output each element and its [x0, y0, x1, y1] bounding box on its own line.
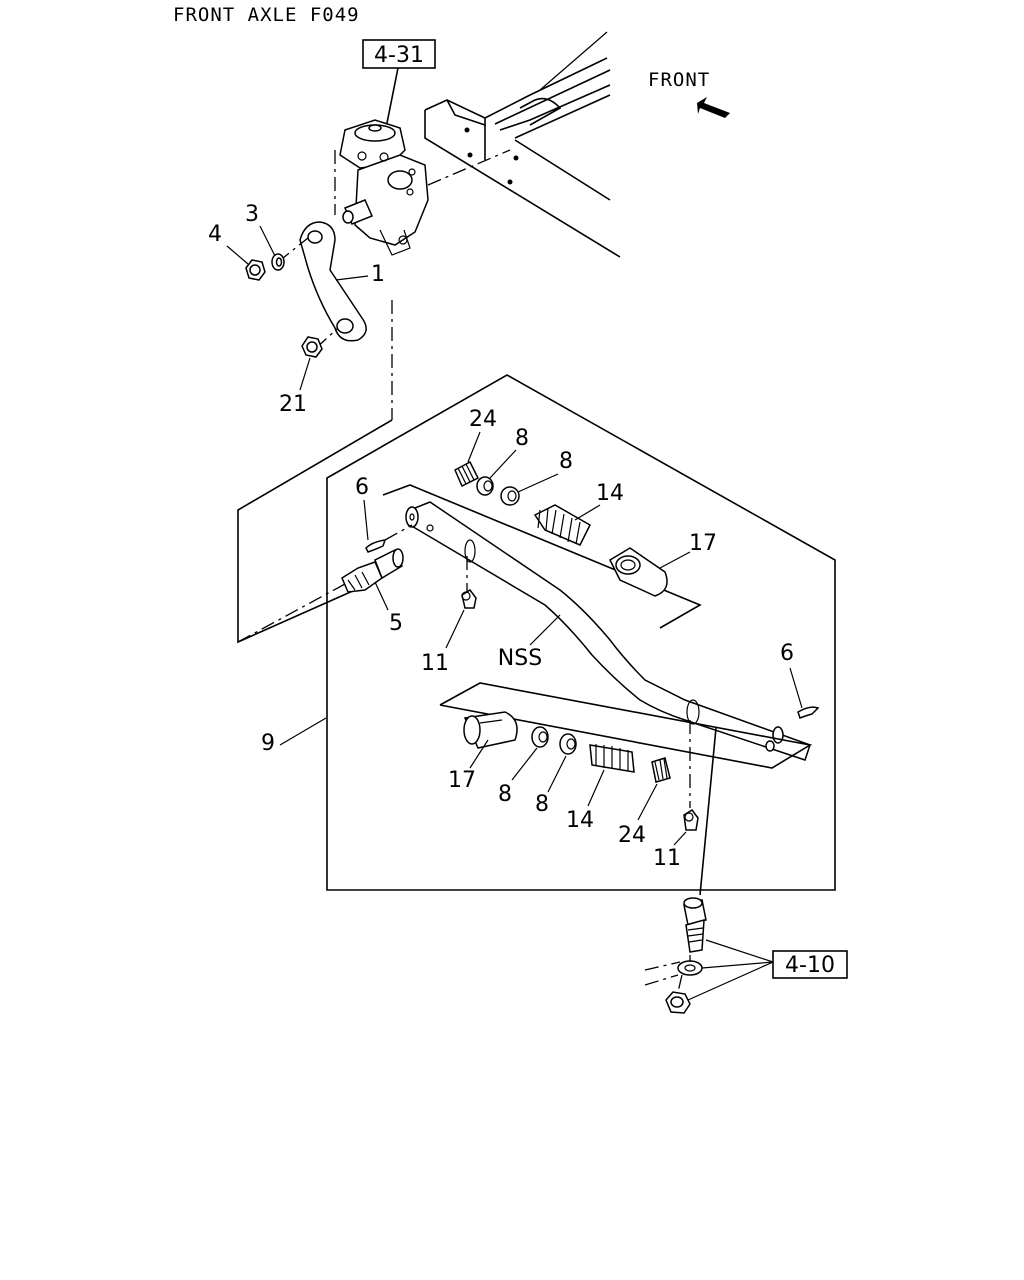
callout-9: 9	[261, 731, 275, 756]
spring-14-top	[533, 504, 591, 546]
cotter-pin-right	[797, 706, 820, 719]
parts-tray-top	[382, 484, 702, 629]
callout-6-right: 6	[780, 641, 794, 666]
callout-5: 5	[389, 611, 403, 636]
ball-seat-8-bottom-a	[531, 726, 549, 748]
callout-11-left: 11	[421, 651, 449, 676]
knuckle-ball-stud	[683, 897, 707, 953]
callout-4: 4	[208, 222, 222, 247]
callout-21: 21	[279, 392, 307, 417]
callout-3: 3	[245, 202, 259, 227]
callout-17-top: 17	[689, 531, 717, 556]
callout-14-bottom: 14	[566, 808, 594, 833]
spring-14-bottom	[589, 744, 635, 773]
callout-24-top: 24	[469, 407, 497, 432]
callout-8-bottom-a: 8	[498, 782, 512, 807]
plug-17-top	[609, 547, 668, 597]
parts-tray-bottom	[439, 682, 813, 769]
ball-stud-5	[341, 548, 404, 593]
callout-nss: NSS	[498, 646, 542, 671]
callout-11-right: 11	[653, 846, 681, 871]
plug-17-bottom	[463, 711, 518, 749]
page-title: FRONT AXLE F049	[173, 4, 360, 26]
ball-seat-8-top-a	[476, 476, 494, 496]
callout-14-top: 14	[596, 481, 624, 506]
knuckle-washer	[677, 960, 703, 976]
dust-cover-24-bottom	[651, 757, 671, 783]
dust-cover-24-top	[454, 460, 480, 488]
callout-24-bottom: 24	[618, 823, 646, 848]
assembly-box-9	[326, 374, 836, 891]
grease-nipple-right	[683, 808, 699, 831]
ref-label-4-10: 4-10	[785, 953, 835, 978]
callout-8-top-b: 8	[559, 449, 573, 474]
callout-6-left: 6	[355, 475, 369, 500]
lock-washer	[271, 253, 285, 271]
grease-nipple-left	[461, 588, 477, 609]
front-direction-label: FRONT	[648, 69, 710, 91]
ball-seat-8-top-b	[500, 486, 520, 506]
frame-rail	[424, 31, 621, 258]
front-arrow-icon	[697, 97, 730, 118]
callout-8-bottom-b: 8	[535, 792, 549, 817]
nut-21	[301, 336, 323, 358]
ball-seat-8-bottom-b	[559, 733, 577, 755]
steering-gear-box	[334, 119, 511, 256]
callout-1: 1	[371, 262, 385, 287]
callout-8-top-a: 8	[515, 426, 529, 451]
ref-label-4-31: 4-31	[374, 43, 424, 68]
callout-17-bottom: 17	[448, 768, 476, 793]
knuckle-nut	[665, 991, 691, 1014]
ref-box-knuckle[interactable]: 4-10	[772, 950, 848, 979]
nut-4	[245, 259, 266, 281]
pitman-arm	[299, 221, 367, 342]
ref-box-steering-gear[interactable]: 4-31	[362, 39, 436, 69]
cotter-pin-left	[365, 539, 387, 553]
